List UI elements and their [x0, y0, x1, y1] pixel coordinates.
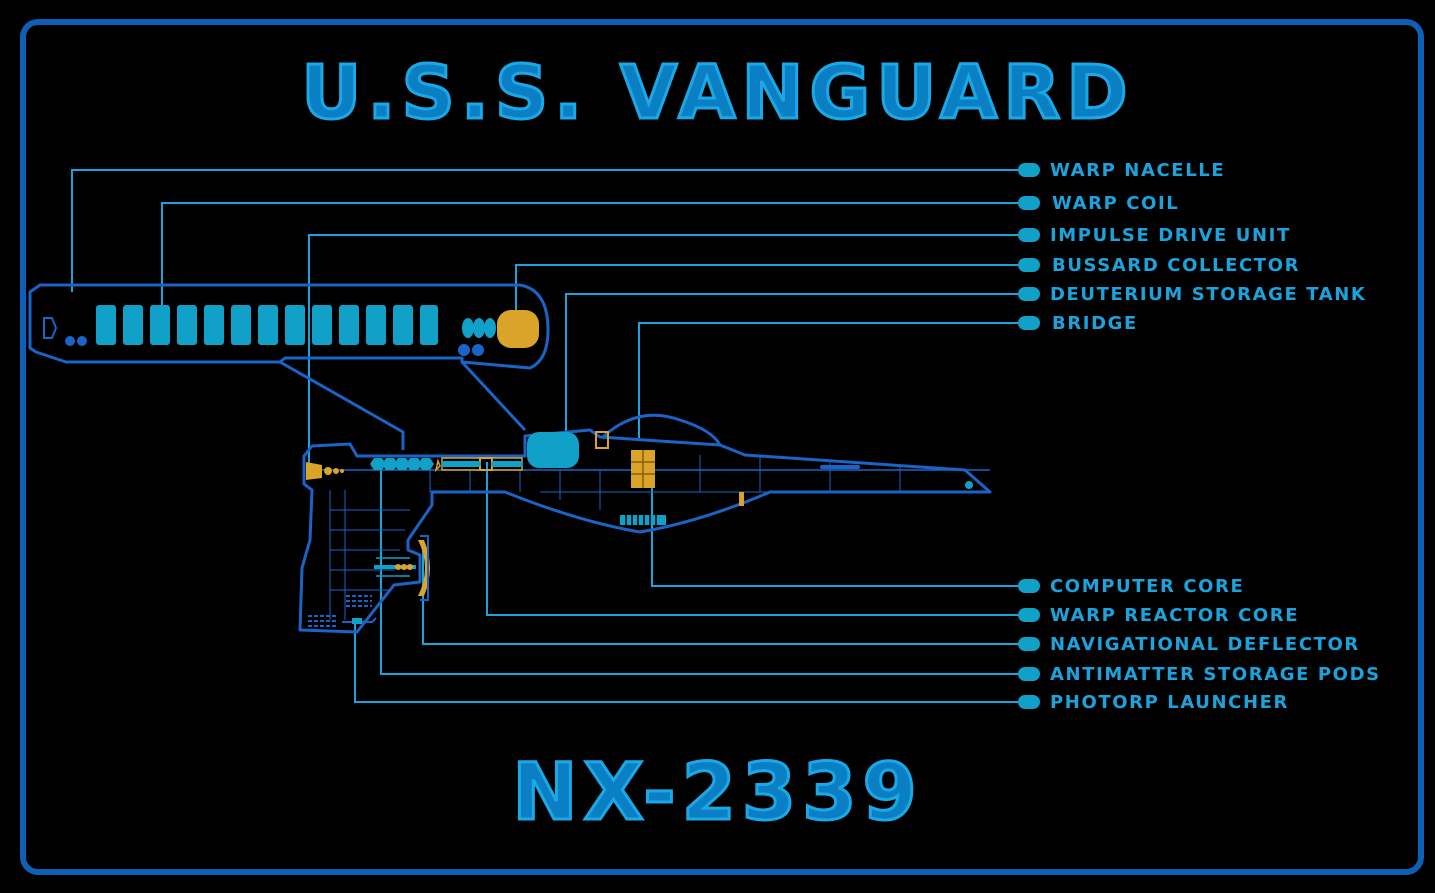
leader-photorp-launcher: [354, 620, 1020, 703]
bussard-ring: [473, 318, 485, 338]
warp-coil-segment: [177, 305, 197, 345]
deflector-node: [401, 564, 407, 570]
bullet-icon: [1018, 608, 1040, 622]
deflector-node: [395, 564, 401, 570]
bullet-icon: [1018, 287, 1040, 301]
label-nav-deflector: NAVIGATIONAL DEFLECTOR: [1050, 634, 1360, 655]
warp-coil-segment: [231, 305, 251, 345]
antimatter-pod: [382, 458, 398, 470]
label-warp-nacelle: WARP NACELLE: [1050, 160, 1225, 181]
nacelle-aft-cap: [43, 317, 58, 339]
leader-deuterium-tank: [565, 293, 1020, 432]
warp-coil-segment: [312, 305, 332, 345]
callout-labels: WARP NACELLE WARP COIL IMPULSE DRIVE UNI…: [1050, 160, 1381, 713]
bullet-icon: [1018, 196, 1040, 210]
leader-computer-core: [651, 480, 1020, 587]
secondary-hull-grid: [329, 455, 901, 620]
deflector-rails: [376, 557, 410, 577]
bullet-icon: [1018, 695, 1040, 709]
antimatter-pod: [394, 458, 410, 470]
ship-registry: NX-2339: [511, 747, 923, 840]
nacelle-sensor: [65, 336, 75, 346]
nacelle-components: [43, 305, 539, 356]
callout-bullets: [1018, 163, 1040, 709]
warp-coil-segment: [204, 305, 224, 345]
label-bussard-collector: BUSSARD COLLECTOR: [1052, 255, 1300, 276]
impulse-node: [324, 467, 332, 475]
computer-core-lines: [625, 515, 657, 525]
deuterium-tank: [527, 432, 579, 468]
nacelle-sensor: [472, 344, 484, 356]
label-computer-core: COMPUTER CORE: [1050, 576, 1244, 597]
warp-coil-segment: [285, 305, 305, 345]
hull-strip: [820, 465, 860, 469]
warp-coil-segment: [339, 305, 359, 345]
bullet-icon: [1018, 579, 1040, 593]
bussard-ring: [484, 318, 496, 338]
warp-coil-segment: [258, 305, 278, 345]
deflector-node: [407, 564, 413, 570]
bullet-icon: [1018, 258, 1040, 272]
bullet-icon: [1018, 163, 1040, 177]
bullet-icon: [1018, 316, 1040, 330]
leader-impulse-drive: [308, 234, 1020, 470]
bullet-icon: [1018, 228, 1040, 242]
hull-components: [306, 431, 973, 627]
impulse-node: [340, 469, 344, 473]
nacelle-sensor: [77, 336, 87, 346]
display-frame: [20, 19, 1424, 875]
warp-coil-segment: [123, 305, 143, 345]
warp-coil-segment: [96, 305, 116, 345]
leader-antimatter-pods: [380, 462, 1020, 675]
leader-bridge: [638, 322, 1020, 438]
warp-coil-segment: [366, 305, 386, 345]
label-antimatter-pods: ANTIMATTER STORAGE PODS: [1050, 664, 1381, 685]
label-warp-reactor: WARP REACTOR CORE: [1050, 605, 1299, 626]
label-impulse-drive: IMPULSE DRIVE UNIT: [1050, 225, 1291, 246]
leader-nav-deflector: [422, 545, 1020, 645]
main-hull: [298, 428, 992, 634]
label-photorp-launcher: PHOTORP LAUNCHER: [1050, 692, 1289, 713]
saucer-dome: [601, 413, 722, 446]
bullet-icon: [1018, 667, 1040, 681]
bridge-module-lines: [631, 450, 655, 488]
nacelle-pylon-rear: [279, 360, 405, 450]
ship-title: U.S.S. VANGUARD: [300, 49, 1134, 138]
photorp-launcher-body: [352, 618, 362, 624]
leader-bussard-collector: [515, 264, 1020, 322]
impulse-node: [333, 468, 339, 474]
antimatter-pod: [406, 458, 422, 470]
impulse-drive-exhaust: [306, 462, 322, 480]
hull-forward-light: [965, 481, 973, 489]
label-bridge: BRIDGE: [1052, 313, 1138, 334]
nacelle-pylon-front: [460, 360, 527, 432]
bullet-icon: [1018, 637, 1040, 651]
nacelle-sensor: [458, 344, 470, 356]
warp-coil-segment: [393, 305, 413, 345]
warp-coil-segment: [420, 305, 438, 345]
label-warp-coil: WARP COIL: [1052, 193, 1179, 214]
hull-sensor-amber: [595, 431, 609, 449]
lower-hull-vents: [308, 595, 372, 627]
leader-warp-reactor: [486, 462, 1020, 616]
leader-warp-coil: [161, 202, 1020, 305]
warp-coil-segment: [150, 305, 170, 345]
deflector-housing: [420, 535, 429, 601]
hull-sensor-amber-2: [739, 492, 744, 506]
computer-core-strip: [620, 515, 666, 525]
antimatter-pod: [370, 458, 386, 470]
label-deuterium-tank: DEUTERIUM STORAGE TANK: [1050, 284, 1366, 305]
bussard-ring: [462, 318, 474, 338]
nacelle-outline: [28, 283, 550, 370]
antimatter-pod: [418, 458, 434, 470]
bussard-collector-core: [497, 310, 539, 348]
ship-hull: [28, 283, 992, 634]
leader-warp-nacelle: [71, 169, 1020, 292]
